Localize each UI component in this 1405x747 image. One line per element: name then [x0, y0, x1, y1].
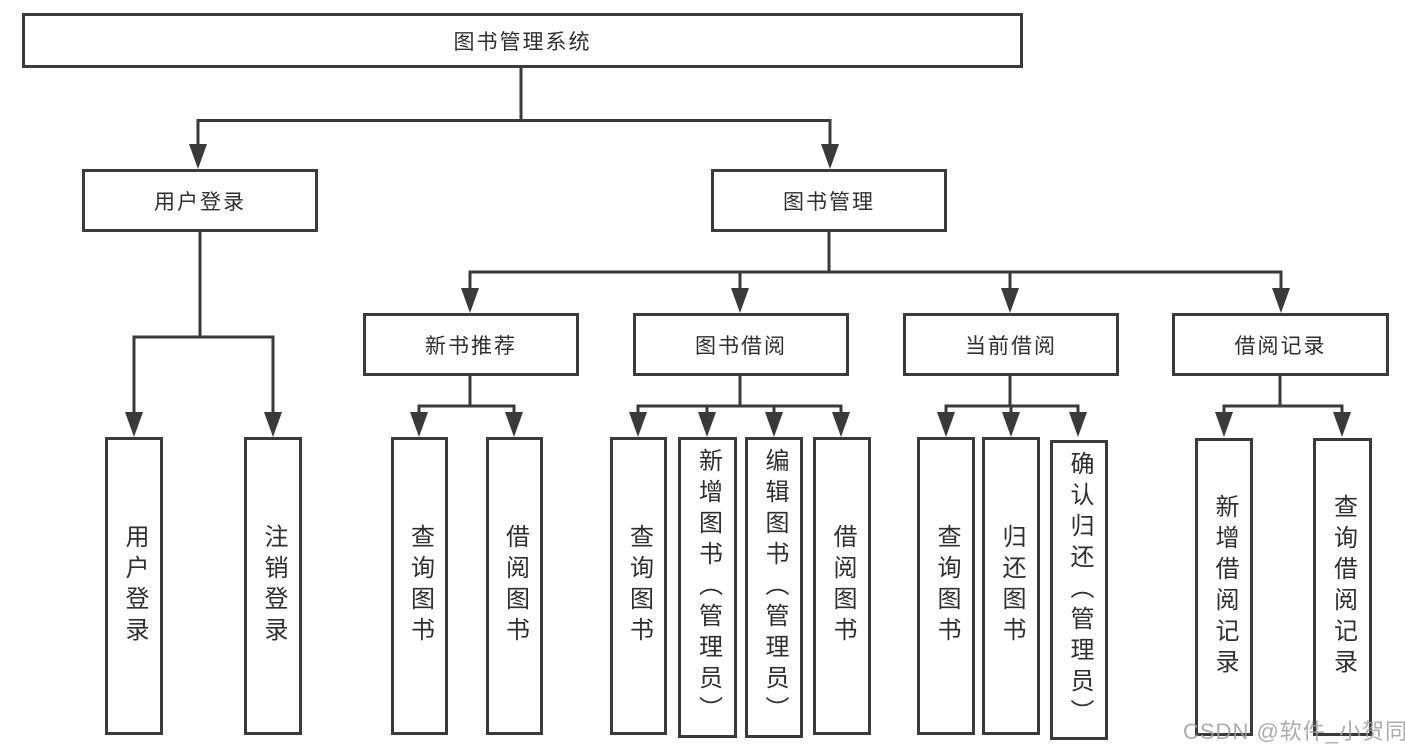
leaf-nb-borrow-book-label: 借阅图书	[501, 524, 529, 648]
leaf-bb-borrow-book: 借阅图书	[813, 437, 871, 735]
leaf-nb-borrow-book: 借阅图书	[486, 437, 543, 735]
node-current-borrow-label: 当前借阅	[965, 334, 1057, 358]
leaf-cb-query-book: 查询图书	[917, 437, 975, 735]
leaf-br-query-record: 查询借阅记录	[1313, 438, 1372, 736]
leaf-bb-add-book-admin-label: 新增图书（管理员）	[694, 448, 722, 727]
leaf-bb-edit-book-admin: 编辑图书（管理员）	[745, 437, 803, 738]
leaf-logout-label: 注销登录	[260, 524, 287, 648]
leaf-bb-borrow-book-label: 借阅图书	[829, 524, 856, 648]
leaf-bb-edit-book-admin-label: 编辑图书（管理员）	[761, 448, 788, 727]
leaf-cb-confirm-return-admin-label: 确认归还（管理员）	[1066, 450, 1093, 730]
leaf-bb-add-book-admin: 新增图书（管理员）	[678, 437, 737, 738]
leaf-br-add-record-label: 新增借阅记录	[1211, 494, 1238, 680]
leaf-bb-query-book-label: 查询图书	[625, 524, 653, 648]
node-current-borrow: 当前借阅	[903, 313, 1119, 376]
csdn-watermark: CSDN @软件_小贺同学	[1183, 719, 1405, 744]
node-borrow-records-label: 借阅记录	[1234, 334, 1327, 358]
leaf-user-login: 用户登录	[105, 437, 163, 735]
leaf-cb-return-book: 归还图书	[982, 437, 1040, 735]
leaf-bb-query-book: 查询图书	[610, 437, 667, 735]
node-user-login-branch-label: 用户登录	[154, 190, 246, 214]
node-root-label: 图书管理系统	[453, 30, 592, 54]
leaf-nb-query-book-label: 查询图书	[406, 524, 434, 648]
leaf-cb-query-book-label: 查询图书	[933, 524, 960, 648]
node-new-book-recommend-label: 新书推荐	[425, 334, 517, 358]
leaf-user-login-label: 用户登录	[121, 524, 148, 648]
node-borrow-records: 借阅记录	[1172, 313, 1389, 376]
leaf-cb-confirm-return-admin: 确认归还（管理员）	[1050, 440, 1108, 740]
leaf-logout: 注销登录	[244, 437, 302, 735]
node-root: 图书管理系统	[22, 13, 1023, 68]
node-book-borrow: 图书借阅	[633, 313, 849, 376]
node-book-management-branch: 图书管理	[711, 169, 947, 232]
leaf-nb-query-book: 查询图书	[391, 437, 448, 735]
node-user-login-branch: 用户登录	[82, 169, 318, 232]
leaf-br-query-record-label: 查询借阅记录	[1329, 494, 1357, 680]
leaf-cb-return-book-label: 归还图书	[998, 524, 1025, 648]
node-new-book-recommend: 新书推荐	[363, 313, 579, 376]
leaf-br-add-record: 新增借阅记录	[1195, 438, 1253, 736]
node-book-borrow-label: 图书借阅	[695, 334, 787, 358]
node-book-management-branch-label: 图书管理	[783, 190, 875, 214]
